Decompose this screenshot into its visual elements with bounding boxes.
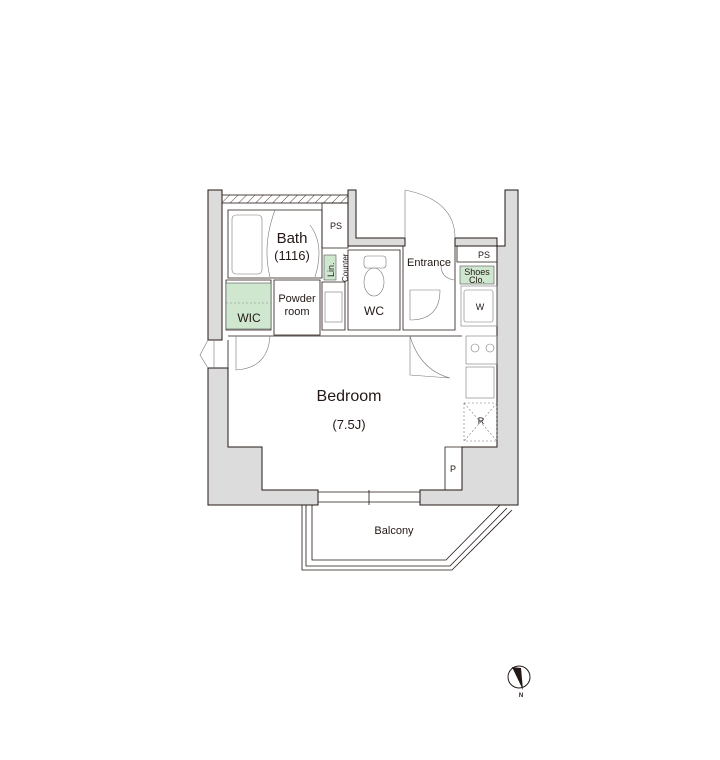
bedroom-label: Bedroom [317,388,382,405]
pipe-space-label: P [450,464,456,474]
linen-storage [323,254,337,281]
linen-label: Lin. [326,262,336,277]
ps-label: PS [330,221,342,231]
washer-space [460,285,498,327]
toilet-icon [363,267,385,297]
refrigerator-space [463,402,498,442]
bath-label: Bath [277,230,308,247]
wic-label: WIC [237,311,261,325]
ps-right-label: PS [478,250,490,260]
compass-icon: N [507,665,531,699]
wic-storage [225,282,272,330]
walls [207,189,519,506]
powder-label: Powder [278,293,316,305]
balcony-label: Balcony [374,525,414,537]
shoes-label: Shoes [464,267,490,277]
compass-north-label: N [519,693,523,699]
stove-icon [465,335,498,365]
closet-label: Clo. [469,275,485,285]
bath-size-label: (1116) [274,248,310,263]
entrance-label: Entrance [407,257,451,269]
interior-lines [199,189,513,571]
toilet-tank-icon [363,255,387,269]
bathtub-icon [231,214,263,275]
kitchen-sink-icon [465,366,495,399]
washer-label: W [476,302,485,312]
bedroom-size-label: (7.5J) [332,417,365,432]
sink-icon [324,291,343,323]
hatched-wall [221,194,349,204]
counter-label: Counter [341,253,350,282]
wc-label: WC [364,304,384,318]
shoe-closet [459,265,495,285]
refrigerator-label: R [478,416,485,426]
room-label: room [284,306,309,318]
